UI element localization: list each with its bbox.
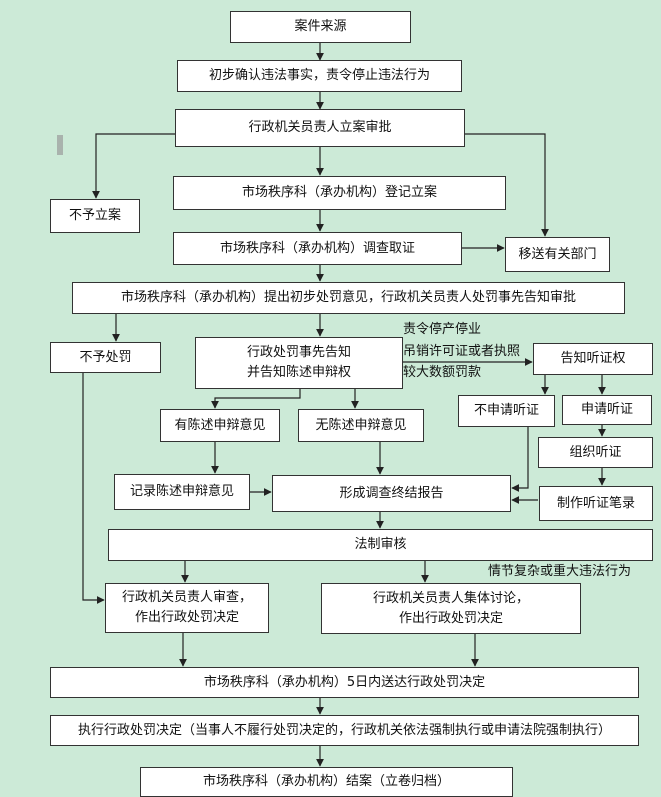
- node-no-filing: 不予立案: [50, 199, 140, 233]
- side-marker-bar: [57, 135, 63, 155]
- arrow-nopenalty-to-headreview: [82, 373, 105, 604]
- node-initial-opinion: 市场秩序科（承办机构）提出初步处罚意见，行政机关员责人处罚事先告知审批: [72, 282, 625, 314]
- node-final-report: 形成调查终结报告: [272, 475, 511, 512]
- node-no-defense: 无陈述申辩意见: [298, 409, 424, 442]
- arrow-approve-to-transfer: [465, 133, 549, 237]
- node-transfer: 移送有关部门: [505, 237, 610, 272]
- node-has-defense: 有陈述申辩意见: [160, 409, 280, 442]
- node-no-penalty: 不予处罚: [50, 342, 161, 373]
- prior-notice-line-1: 行政处罚事先告知: [246, 345, 351, 360]
- hearing-condition-1: 责令停产停业: [403, 322, 482, 337]
- collective-line-1: 行政机关员责人集体讨论，: [372, 590, 529, 606]
- node-close-case: 市场秩序科（承办机构）结案（立卷归档）: [140, 767, 513, 797]
- node-investigate: 市场秩序科（承办机构）调查取证: [173, 232, 462, 265]
- node-deliver-decision: 市场秩序科（承办机构）5日内送达行政处罚决定: [50, 667, 639, 698]
- node-collective-discussion: 行政机关员责人集体讨论， 作出行政处罚决定: [321, 583, 581, 634]
- arrow-approve-to-nofiling: [92, 133, 175, 199]
- arrow-nohearing-to-report: [511, 427, 529, 492]
- node-execute-decision: 执行行政处罚决定（当事人不履行处罚决定的，行政机关依法强制执行或申请法院强制执行…: [50, 715, 639, 746]
- node-organize-hearing: 组织听证: [538, 437, 653, 468]
- node-initial-confirm: 初步确认违法事实，责令停止违法行为: [177, 60, 462, 92]
- head-review-line-1: 行政机关员责人审查，: [121, 590, 252, 605]
- node-approve-filing: 行政机关员责人立案审批: [175, 109, 465, 147]
- head-review-line-2: 作出行政处罚决定: [134, 610, 239, 625]
- collective-line-2: 作出行政处罚决定: [398, 610, 503, 626]
- node-head-review: 行政机关员责人审查， 作出行政处罚决定: [105, 583, 269, 633]
- hearing-condition-2: 吊销许可证或者执照: [403, 344, 521, 359]
- node-hearing-record: 制作听证笔录: [539, 486, 653, 521]
- arrow-notice-to-hasdefense: [211, 389, 301, 409]
- node-case-source: 案件来源: [230, 11, 411, 43]
- prior-notice-line-2: 并告知陈述申辩权: [246, 365, 351, 380]
- node-apply-hearing: 申请听证: [562, 395, 652, 425]
- hearing-condition-3: 较大数额罚款: [403, 365, 482, 380]
- node-no-hearing: 不申请听证: [458, 395, 555, 427]
- node-legal-review: 法制审核: [108, 529, 653, 561]
- node-register-case: 市场秩序科（承办机构）登记立案: [173, 176, 506, 210]
- node-prior-notice: 行政处罚事先告知 并告知陈述申辩权: [195, 337, 403, 389]
- complex-case-label: 情节复杂或重大违法行为: [488, 564, 632, 579]
- node-record-defense: 记录陈述申辩意见: [114, 474, 250, 510]
- node-hearing-notice: 告知听证权: [533, 343, 653, 375]
